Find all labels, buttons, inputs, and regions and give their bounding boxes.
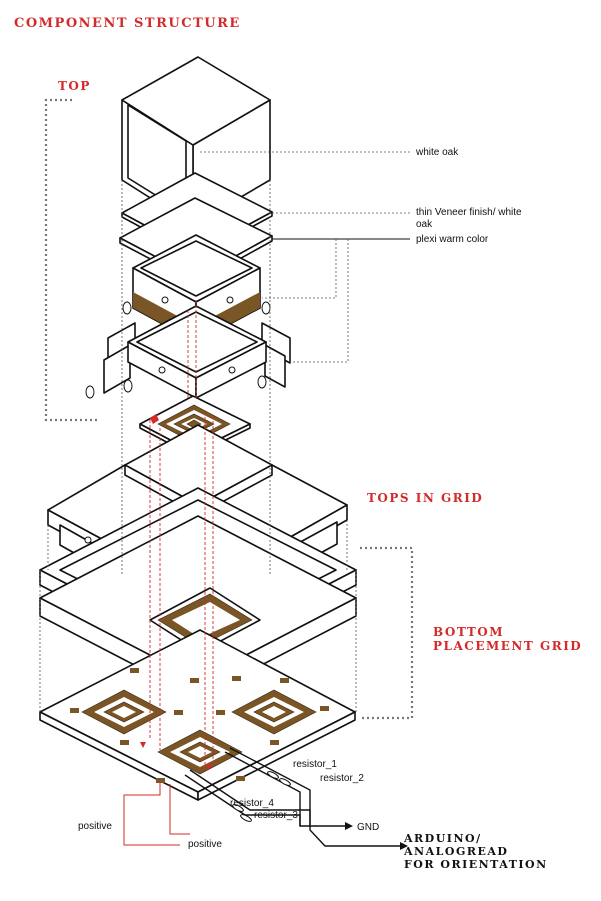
bottom-section-bracket	[360, 546, 414, 720]
sensor-housing-upper	[122, 234, 271, 343]
label-resistor-1: resistor_1	[293, 759, 337, 770]
spare-magnet	[85, 385, 95, 399]
label-positive-2: positive	[188, 839, 222, 850]
section-label-top: TOP	[58, 79, 91, 93]
arduino-arrow	[400, 842, 408, 850]
label-arduino-line2: ANALOGREAD	[403, 845, 508, 858]
connection-lines-red	[149, 300, 214, 770]
section-label-bottom: BOTTOM	[433, 625, 504, 639]
label-resistor-2: resistor_2	[320, 773, 364, 784]
label-resistor-4: resistor_4	[230, 798, 274, 809]
label-resistor-3: resistor_3	[254, 810, 298, 821]
label-veneer-line2: oak	[416, 219, 433, 230]
label-veneer-line1: thin Veneer finish/ white	[416, 207, 522, 218]
section-label-placement-grid: PLACEMENT GRID	[433, 639, 582, 653]
label-white-oak: white oak	[415, 147, 459, 158]
base-pcb	[39, 629, 356, 801]
label-arduino-line1: ARDUINO/	[403, 832, 482, 845]
label-gnd: GND	[357, 822, 379, 833]
diagram-title: COMPONENT STRUCTURE	[14, 16, 241, 31]
label-plexi: plexi warm color	[416, 234, 489, 245]
top-section-bracket	[44, 98, 100, 422]
label-positive-1: positive	[78, 821, 112, 832]
section-label-tops-in-grid: TOPS IN GRID	[367, 491, 483, 505]
gnd-arrow	[345, 822, 353, 830]
label-arduino-line3: FOR ORIENTATION	[404, 858, 548, 871]
alignment-guides	[39, 180, 357, 712]
wiring	[123, 747, 408, 850]
